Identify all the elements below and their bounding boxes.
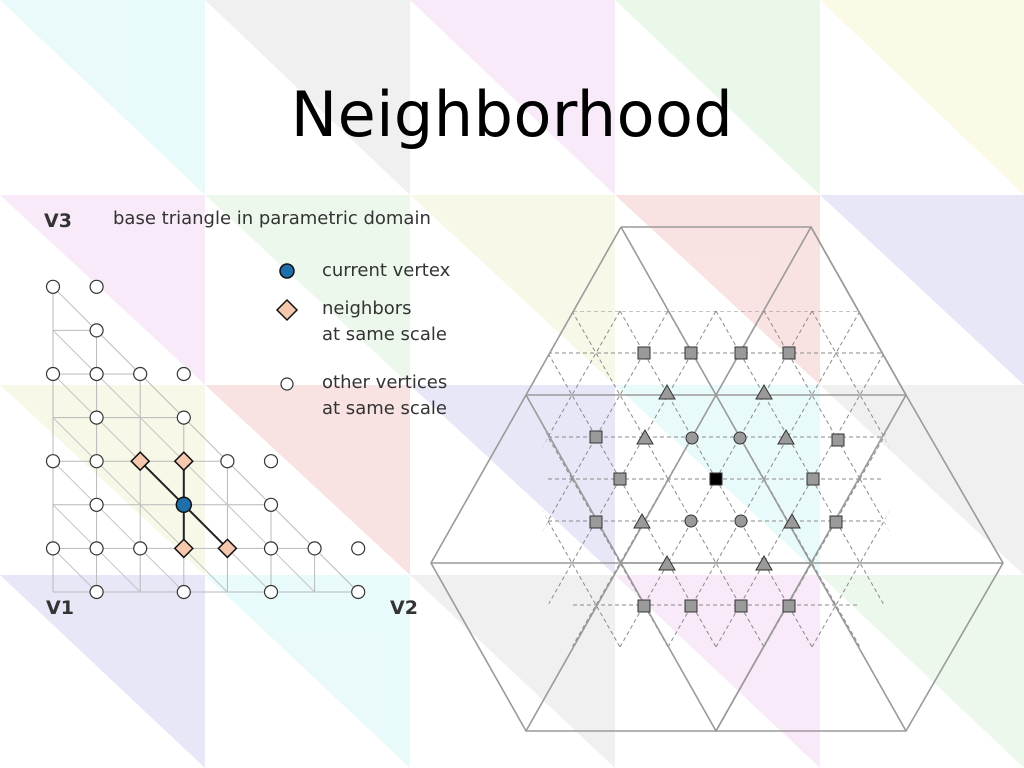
other-vertex bbox=[89, 497, 104, 512]
other-vertex bbox=[89, 454, 104, 469]
other-vertex bbox=[176, 584, 191, 600]
other-vertex bbox=[220, 454, 235, 469]
other-vertex bbox=[263, 584, 279, 600]
circle-marker bbox=[685, 431, 699, 445]
square-marker bbox=[637, 599, 651, 613]
square-marker bbox=[589, 515, 603, 529]
coarse-mesh bbox=[430, 226, 1004, 733]
legend-other-line1: other vertices bbox=[322, 372, 448, 393]
square-marker bbox=[684, 346, 698, 360]
other-vertex bbox=[176, 410, 191, 425]
legend-current-vertex: current vertex bbox=[322, 260, 451, 281]
vertex-markers bbox=[45, 279, 366, 600]
triangle-marker bbox=[777, 428, 795, 445]
square-marker bbox=[684, 599, 698, 613]
square-marker bbox=[734, 346, 748, 360]
other-vertex bbox=[133, 541, 148, 556]
neighbor-vertex bbox=[130, 451, 151, 472]
other-vertex bbox=[89, 366, 104, 382]
other-vertex bbox=[351, 584, 366, 600]
other-vertex bbox=[263, 454, 279, 469]
other-vertex bbox=[351, 541, 366, 556]
other-vertex bbox=[89, 410, 104, 425]
corner-label-v1: V1 bbox=[46, 597, 74, 619]
neighborhood-markers bbox=[589, 346, 845, 613]
other-vertex-legend-icon bbox=[280, 377, 294, 391]
legend-other-line2: at same scale bbox=[322, 398, 447, 419]
slide-title: Neighborhood bbox=[290, 78, 734, 151]
square-marker bbox=[613, 472, 627, 486]
other-vertex bbox=[89, 541, 104, 556]
square-marker bbox=[829, 515, 843, 529]
square-marker bbox=[806, 472, 820, 486]
current-vertex-legend-icon bbox=[279, 263, 295, 279]
other-vertex bbox=[133, 366, 148, 382]
square-marker bbox=[831, 433, 845, 447]
circle-marker bbox=[734, 514, 748, 528]
square-marker bbox=[734, 599, 748, 613]
base-triangle-diagram bbox=[45, 279, 366, 600]
square-marker bbox=[637, 346, 651, 360]
current-vertex bbox=[175, 496, 193, 514]
triangle-marker bbox=[658, 383, 676, 400]
other-vertex bbox=[45, 366, 61, 382]
triangle-marker bbox=[636, 428, 654, 445]
other-vertex bbox=[89, 279, 104, 294]
corner-label-v2: V2 bbox=[390, 597, 418, 619]
square-marker bbox=[589, 430, 603, 444]
other-vertex bbox=[89, 584, 104, 600]
neighbor-vertex bbox=[173, 538, 194, 559]
legend-neighbors-line2: at same scale bbox=[322, 324, 447, 345]
circle-marker bbox=[684, 514, 698, 528]
triangle-marker bbox=[755, 383, 773, 400]
fine-mesh-dashed bbox=[526, 311, 906, 647]
corner-label-v3: V3 bbox=[44, 210, 72, 232]
square-marker bbox=[782, 599, 796, 613]
other-vertex bbox=[45, 541, 61, 556]
other-vertex bbox=[45, 454, 61, 469]
other-vertex bbox=[45, 279, 61, 294]
center-vertex-marker bbox=[709, 472, 723, 486]
other-vertex bbox=[307, 541, 322, 556]
square-marker bbox=[782, 346, 796, 360]
neighbor-vertex bbox=[217, 538, 238, 559]
triangle-marker bbox=[755, 554, 773, 571]
triangle-marker bbox=[633, 512, 651, 529]
neighbor-legend-icon bbox=[275, 298, 299, 322]
other-vertex bbox=[176, 366, 191, 382]
other-vertex bbox=[263, 497, 279, 512]
other-vertex bbox=[89, 323, 104, 338]
neighbor-vertex bbox=[173, 451, 194, 472]
legend-neighbors-line1: neighbors bbox=[322, 298, 412, 319]
diagram-caption: base triangle in parametric domain bbox=[113, 208, 431, 229]
circle-marker bbox=[733, 431, 747, 445]
triangle-marker bbox=[658, 554, 676, 571]
triangle-marker bbox=[783, 512, 801, 529]
other-vertex bbox=[263, 541, 279, 556]
